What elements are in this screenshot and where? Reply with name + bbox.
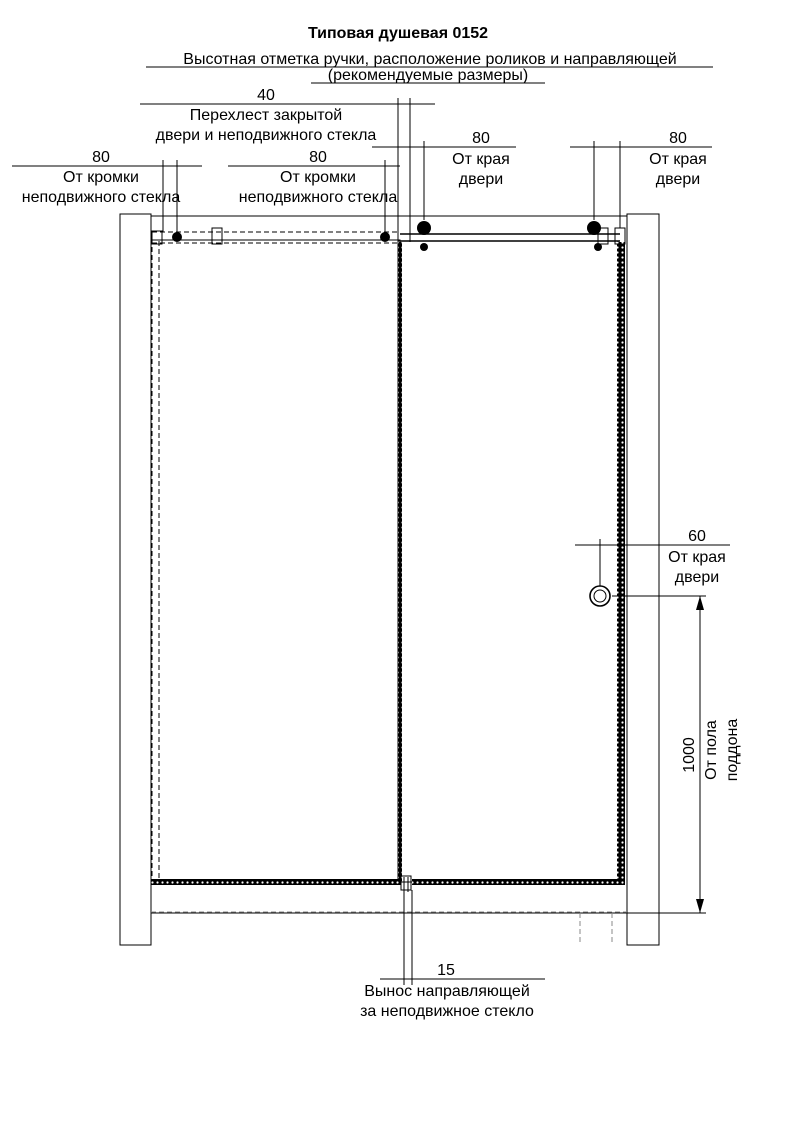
dim-overlap: 40 Перехлест закрытой двери и неподвижно…: [140, 87, 435, 242]
dim-door-edge-right-label-1: От края: [649, 151, 707, 168]
dim-door-edge-right-value: 80: [669, 130, 687, 147]
left-wall: [119, 213, 152, 946]
bottom-guide: [400, 875, 412, 892]
dim-fixed-edge-right-label-2: неподвижного стекла: [239, 189, 398, 206]
door-roller-left-lower: [420, 243, 428, 251]
overlap-seal: [398, 242, 402, 882]
dim-door-edge-left: 80 От края двери: [372, 130, 516, 220]
dim-door-edge-left-value: 80: [472, 130, 490, 147]
dim-handle-offset: 60 От края двери: [575, 528, 730, 586]
dim-guide-offset-label-2: за неподвижное стекло: [360, 1003, 534, 1020]
dim-door-edge-left-label-2: двери: [459, 171, 503, 188]
dim-fixed-edge-left-label-2: неподвижного стекла: [22, 189, 181, 206]
dim-fixed-edge-right-label-1: От кромки: [280, 169, 356, 186]
top-rail: [151, 227, 626, 245]
dim-guide-offset-label-1: Вынос направляющей: [364, 983, 530, 1000]
dim-handle-height-label-1: От пола: [703, 720, 720, 780]
subtitle-line-1: Высотная отметка ручки, расположение рол…: [183, 51, 676, 68]
bottom-seal-door: [412, 879, 625, 885]
right-wall: [626, 213, 660, 946]
bottom-seal-fixed: [151, 879, 401, 885]
dim-guide-offset-value: 15: [437, 962, 455, 979]
door-roller-right-lower: [594, 243, 602, 251]
dim-fixed-edge-left-label-1: От кромки: [63, 169, 139, 186]
dim-handle-height-label-2: поддона: [724, 719, 741, 782]
dim-handle-offset-value: 60: [688, 528, 706, 545]
dim-handle-offset-label-1: От края: [668, 549, 726, 566]
dim-door-edge-right-label-2: двери: [656, 171, 700, 188]
sliding-door-panel: [397, 240, 625, 883]
dim-fixed-edge-right: 80 От кромки неподвижного стекла: [228, 149, 400, 232]
fixed-glass-bracket-right: [380, 232, 390, 242]
dim-fixed-edge-left: 80 От кромки неподвижного стекла: [12, 149, 202, 232]
dim-handle-offset-label-2: двери: [675, 569, 719, 586]
dim-overlap-label-1: Перехлест закрытой: [190, 107, 342, 124]
door-roller-right: [587, 221, 601, 235]
door-edge-seal: [617, 242, 625, 883]
subtitle-line-2: (рекомендуемые размеры): [328, 67, 528, 84]
fixed-glass-bracket-left: [172, 232, 182, 242]
dim-fixed-edge-right-value: 80: [309, 149, 327, 166]
dim-overlap-label-2: двери и неподвижного стекла: [156, 127, 377, 144]
dim-overlap-value: 40: [257, 87, 275, 104]
drawing-title: Типовая душевая 0152: [308, 25, 488, 42]
dim-door-edge-left-label-1: От края: [452, 151, 510, 168]
fixed-glass-panel: [150, 239, 401, 884]
dim-fixed-edge-left-value: 80: [92, 149, 110, 166]
door-handle: [589, 585, 611, 607]
dim-handle-height: 1000 От пола поддона: [612, 595, 741, 914]
door-roller-left: [417, 221, 431, 235]
dim-door-edge-right: 80 От края двери: [570, 130, 712, 228]
dim-guide-offset: 15 Вынос направляющей за неподвижное сте…: [360, 890, 545, 1020]
dim-handle-height-value: 1000: [681, 737, 698, 773]
